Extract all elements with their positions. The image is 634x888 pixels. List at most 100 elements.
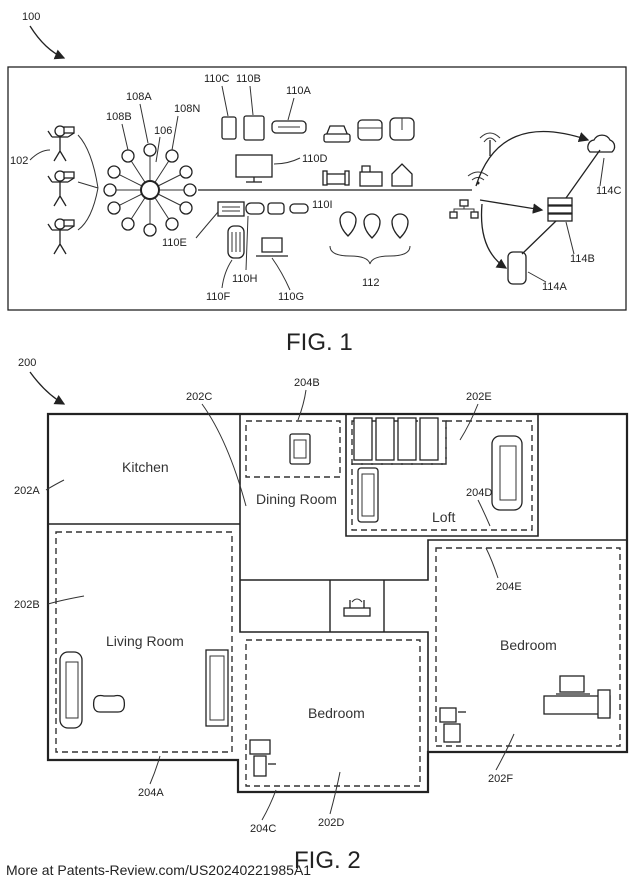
hub-leaders	[121, 103, 179, 163]
label-204D: 204D	[466, 487, 492, 499]
source-footer[interactable]: More at Patents-Review.com/US20240221985…	[6, 862, 312, 878]
label-202D: 202D	[318, 817, 344, 829]
label-110B: 110B	[236, 73, 261, 85]
tablet-device-icon	[289, 433, 311, 465]
network-switch-icon	[449, 199, 479, 219]
bus-icon	[357, 119, 383, 141]
fig2-caption: FIG. 2	[294, 847, 361, 874]
vr-headset-icon	[267, 202, 285, 215]
leader-110D	[273, 157, 301, 165]
loft-couch-icon	[491, 435, 523, 511]
router-icon	[343, 598, 371, 617]
room-loft: Loft	[432, 509, 455, 525]
link-to-cloud	[475, 130, 590, 187]
leader-204E	[485, 547, 499, 579]
leader-202F	[495, 733, 515, 771]
fig2-ref-arrow	[29, 371, 66, 405]
label-110C: 110C	[204, 73, 230, 85]
leader-202A	[45, 479, 65, 491]
room-bedroom-right: Bedroom	[500, 637, 557, 653]
backbone-links	[521, 149, 601, 255]
label-112: 112	[362, 277, 380, 289]
room-living: Living Room	[106, 633, 184, 649]
label-108A: 108A	[126, 91, 152, 103]
leader-202B	[47, 595, 85, 605]
fig1-caption: FIG. 1	[286, 329, 353, 356]
zone-living	[55, 531, 233, 753]
zone-dining	[245, 420, 341, 478]
top-dev-leaders	[221, 85, 295, 121]
label-108N: 108N	[174, 103, 200, 115]
room-dining: Dining Room	[256, 491, 337, 507]
label-110D: 110D	[302, 153, 328, 165]
cloud-icon	[587, 134, 616, 153]
system-frame	[7, 66, 627, 311]
fig2-ref: 200	[18, 357, 36, 369]
fig1: 100 102	[7, 11, 627, 356]
hub-network-icon	[103, 143, 197, 237]
server-icon	[547, 197, 573, 222]
label-110F: 110F	[206, 291, 231, 303]
label-202A: 202A	[14, 485, 40, 497]
link-to-server	[479, 199, 544, 214]
label-110I: 110I	[312, 199, 333, 211]
room-kitchen: Kitchen	[122, 459, 169, 475]
leader-204D	[477, 499, 491, 527]
leader-102	[29, 149, 51, 161]
brace-112	[329, 245, 411, 265]
label-114B: 114B	[570, 253, 595, 265]
fig1-ref: 100	[22, 11, 40, 23]
label-202C: 202C	[186, 391, 212, 403]
label-106: 106	[154, 125, 172, 137]
house-icon	[391, 163, 413, 187]
game-controller-icon	[92, 694, 126, 713]
label-202B: 202B	[14, 599, 40, 611]
right-leaders	[527, 157, 605, 283]
leader-204B	[297, 389, 307, 421]
label-204B: 204B	[294, 377, 320, 389]
phone-icon	[221, 116, 237, 140]
leader-202E	[459, 403, 479, 441]
laptop-icon	[256, 237, 288, 257]
fig2: 200 Kitchen Dining Room Loft Living Room…	[14, 357, 629, 874]
leader-202D	[329, 771, 341, 815]
zone-bedroom-right	[435, 547, 621, 747]
right-desk-icon	[439, 707, 466, 743]
desktop-computer-icon	[249, 739, 276, 777]
link-to-storage	[480, 203, 508, 269]
label-202E: 202E	[466, 391, 492, 403]
label-204C: 204C	[250, 823, 276, 835]
storage-icon	[507, 251, 527, 285]
leader-204C	[261, 789, 277, 821]
label-110E: 110E	[162, 237, 187, 249]
remote-icon	[289, 203, 309, 214]
users-icon	[47, 125, 75, 255]
tablet-icon	[243, 115, 265, 141]
leader-204A	[149, 755, 161, 785]
label-114A: 114A	[542, 281, 568, 293]
loft-sofa-icon	[357, 467, 379, 523]
building-icon	[359, 165, 383, 187]
bed-icon	[543, 675, 611, 719]
location-pin-icons	[339, 211, 409, 239]
antenna-icon	[479, 132, 501, 156]
leader-110E	[195, 211, 219, 239]
sofa-icon	[322, 170, 350, 186]
room-bedroom-center: Bedroom	[308, 705, 365, 721]
soundbar-icon	[271, 120, 307, 134]
label-110G: 110G	[278, 291, 304, 303]
label-108B: 108B	[106, 111, 132, 123]
train-icon	[389, 117, 415, 141]
car-icon	[323, 125, 351, 143]
controller-icon	[245, 202, 265, 215]
label-110A: 110A	[286, 85, 312, 97]
label-114C: 114C	[596, 185, 622, 197]
fig1-ref-arrow	[29, 25, 66, 60]
monitor-icon	[235, 154, 273, 183]
keyboard-icon	[217, 201, 245, 217]
label-110H: 110H	[232, 273, 258, 285]
label-204A: 204A	[138, 787, 164, 799]
living-sofa-icon	[59, 651, 83, 729]
lower-dev-leaders	[221, 215, 291, 291]
